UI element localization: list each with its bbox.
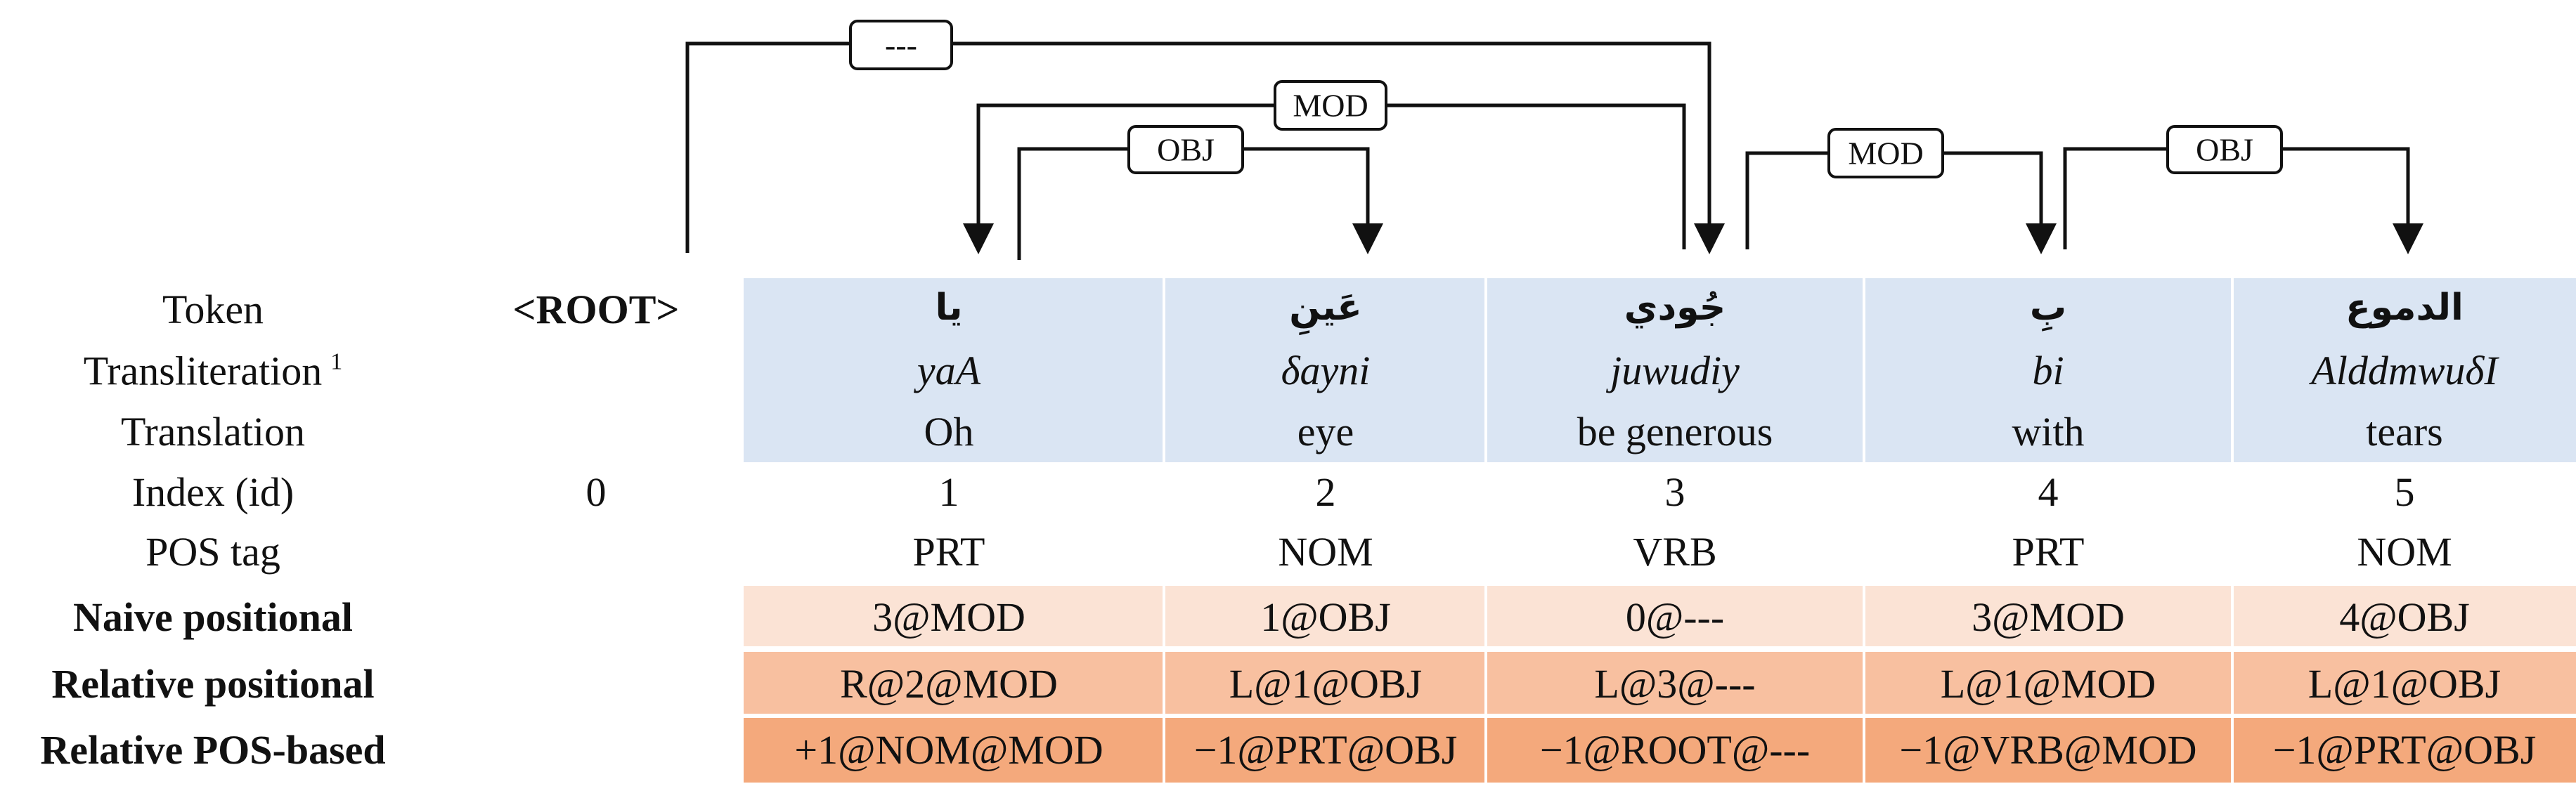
naive-value-4: 3@MOD [1972, 594, 2125, 640]
naive-cell-2 [1165, 586, 1484, 646]
token-translation-3: be generous [1577, 409, 1773, 454]
naive-cell-5 [2234, 586, 2576, 646]
token-index-2: 2 [1315, 469, 1336, 515]
token-band-col-3 [1487, 278, 1863, 462]
arc-label-obj-1: OBJ [1157, 132, 1215, 168]
token-translation-1: Oh [924, 409, 974, 454]
naive-cell-1 [744, 586, 1163, 646]
row-label-token: Token [162, 287, 264, 332]
token-pos-4: PRT [2012, 529, 2085, 575]
arc-label-mod-1: MOD [1293, 88, 1368, 124]
root-index: 0 [585, 469, 607, 515]
relpos-cell-3 [1487, 652, 1863, 714]
arrowhead-icon [2026, 223, 2057, 254]
token-translation-4: with [2012, 409, 2085, 454]
row-label-relative-pos-based: Relative POS-based [40, 727, 386, 773]
relpos-cell-1 [744, 652, 1163, 714]
token-index-3: 3 [1664, 469, 1685, 515]
footnote-marker: 1 [330, 348, 343, 375]
token-translation-2: eye [1297, 409, 1354, 454]
arrowhead-icon [1352, 223, 1383, 254]
token-index-4: 4 [2038, 469, 2059, 515]
arc-label-mod-2: MOD [1848, 136, 1923, 171]
relpos-value-2: L@1@OBJ [1229, 661, 1423, 707]
token-arabic-2: عَينِ [1289, 287, 1362, 329]
token-translation-5: tears [2366, 409, 2443, 454]
relpos-value-5: L@1@OBJ [2308, 661, 2501, 707]
row-label-relative-positional: Relative positional [51, 661, 375, 707]
relposbased-cell-1 [744, 718, 1163, 783]
token-arabic-3: جُودي [1624, 287, 1726, 329]
token-pos-1: PRT [912, 529, 985, 575]
token-translit-2: δayni [1281, 348, 1371, 393]
token-pos-5: NOM [2357, 529, 2452, 575]
naive-cell-4 [1865, 586, 2231, 646]
arc-root-to-3: --- [685, 20, 1725, 254]
relposbased-value-1: +1@NOM@MOD [794, 727, 1103, 773]
token-band-col-2 [1165, 278, 1484, 462]
naive-value-5: 4@OBJ [2339, 594, 2470, 640]
relposbased-value-3: −1@ROOT@--- [1539, 727, 1811, 773]
arc-4-to-5: OBJ [2063, 125, 2423, 254]
token-index-1: 1 [938, 469, 959, 515]
arc-3-to-1: MOD [963, 80, 1686, 254]
relposbased-cell-3 [1487, 718, 1863, 783]
arrowhead-icon [2393, 223, 2423, 254]
arc-3-to-4: MOD [1745, 128, 2057, 254]
relpos-value-4: L@1@MOD [1940, 661, 2156, 707]
relpos-cell-4 [1865, 652, 2231, 714]
relposbased-value-2: −1@PRT@OBJ [1193, 727, 1458, 773]
relposbased-cell-4 [1865, 718, 2231, 783]
token-translit-5: AlddmwuδI [2311, 348, 2498, 393]
row-label-translation: Translation [120, 409, 306, 454]
token-translit-4: bi [2032, 348, 2064, 393]
arc-label-root: --- [885, 27, 917, 63]
row-label-pos: POS tag [145, 529, 280, 575]
token-pos-2: NOM [1278, 529, 1373, 575]
relpos-value-1: R@2@MOD [840, 661, 1058, 707]
relposbased-value-4: −1@VRB@MOD [1899, 727, 2197, 773]
root-token: <ROOT> [512, 287, 680, 332]
row-label-naive: Naive positional [73, 594, 353, 640]
token-band-col-4 [1865, 278, 2231, 462]
relpos-cell-2 [1165, 652, 1484, 714]
naive-value-1: 3@MOD [872, 594, 1025, 640]
arrowhead-icon [1694, 223, 1725, 254]
row-label-index: Index (id) [131, 469, 295, 515]
token-index-5: 5 [2394, 469, 2415, 515]
token-translit-3: juwudiy [1610, 348, 1740, 393]
token-pos-3: VRB [1633, 529, 1717, 575]
token-arabic-5: الدموع [2345, 287, 2464, 329]
relposbased-cell-2 [1165, 718, 1484, 783]
arrowhead-icon [963, 223, 994, 254]
token-translit-1: yaA [917, 348, 981, 393]
relposbased-cell-5 [2234, 718, 2576, 783]
naive-cell-3 [1487, 586, 1863, 646]
arc-label-obj-2: OBJ [2196, 132, 2253, 168]
token-arabic-4: بِ [2029, 287, 2067, 329]
relposbased-value-5: −1@PRT@OBJ [2272, 727, 2537, 773]
naive-value-3: 0@--- [1625, 594, 1725, 640]
relpos-cell-5 [2234, 652, 2576, 714]
naive-value-2: 1@OBJ [1260, 594, 1391, 640]
arc-1-to-2: OBJ [1017, 125, 1383, 260]
token-arabic-1: يا [935, 287, 963, 329]
token-band-col-1 [744, 278, 1163, 462]
relpos-value-3: L@3@--- [1594, 661, 1756, 707]
token-band-col-5 [2234, 278, 2576, 462]
